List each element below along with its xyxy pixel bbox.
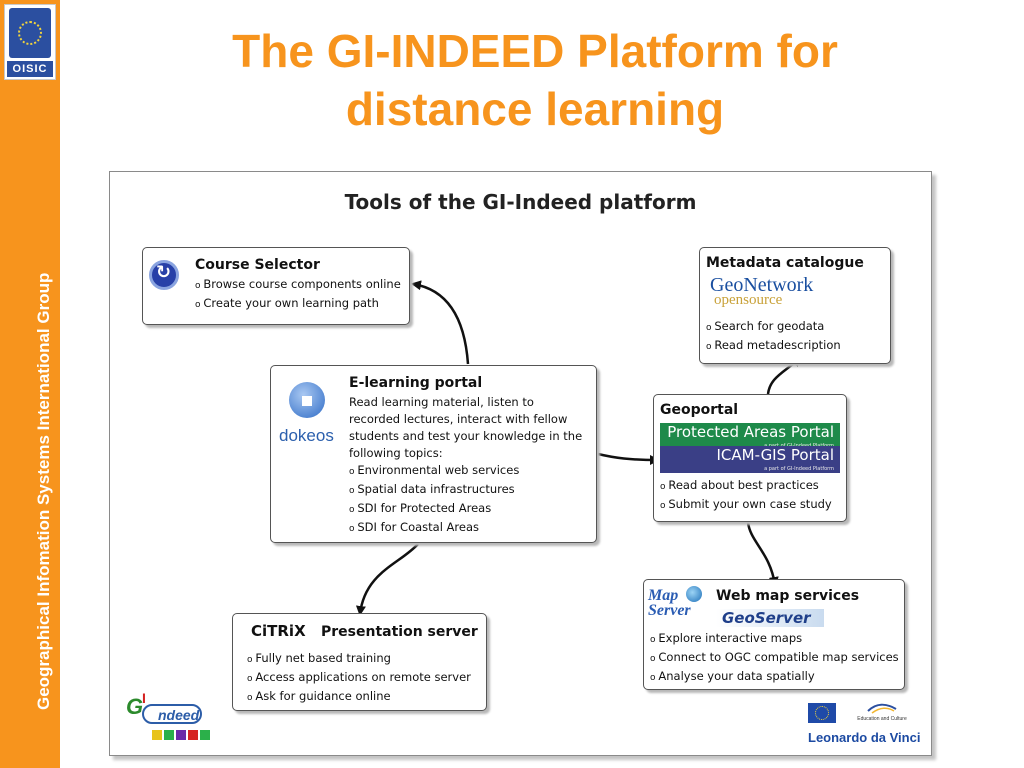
icam-gis-portal-banner: ICAM-GIS Portal a part of GI-Indeed Plat…	[660, 446, 840, 473]
web-map-title: Web map services	[716, 588, 860, 604]
presentation-server-box: CiTRiX Presentation server Fully net bas…	[232, 613, 487, 711]
dokeos-icon	[289, 382, 325, 418]
web-map-services-box: Map Server GeoServer Web map services Ex…	[643, 579, 905, 690]
mapserver-line-1: Map	[648, 587, 679, 604]
geonetwork-logo: GeoNetwork	[710, 274, 814, 296]
course-selector-title: Course Selector	[195, 257, 320, 273]
mapserver-logo: Map Server	[648, 587, 691, 619]
gi-logo-g: G	[126, 694, 144, 719]
course-selector-icon	[149, 260, 179, 290]
protected-areas-portal-banner: Protected Areas Portal a part of GI-Inde…	[660, 423, 840, 450]
list-item: Fully net based training	[247, 650, 471, 669]
list-item: Connect to OGC compatible map services	[650, 649, 898, 668]
gi-indeed-logo: ndeed G I	[118, 690, 213, 745]
education-culture-icon	[867, 703, 897, 714]
sidebar: OISIC Geographical Infomation Systems In…	[0, 0, 60, 768]
presentation-title: Presentation server	[321, 624, 478, 640]
title-line-1: The GI-INDEED Platform for	[232, 25, 838, 77]
diagram-title: Tools of the GI-Indeed platform	[344, 190, 697, 214]
list-item: Analyse your data spatially	[650, 668, 899, 687]
logo-text: OISIC	[7, 61, 53, 77]
color-square	[164, 730, 174, 740]
connector-arrows	[355, 280, 802, 616]
arrow-to-geoportal	[597, 452, 660, 465]
sidebar-vertical-text: Geographical Infomation Systems Internat…	[34, 272, 53, 710]
geoserver-logo: GeoServer	[716, 609, 824, 627]
opensource-logo: opensource	[714, 292, 783, 308]
list-item: Read about best practices	[660, 477, 832, 496]
gi-indeed-logo-text: ndeed	[142, 704, 202, 724]
list-item: Spatial data infrastructures	[349, 481, 582, 500]
description-line: following topics:	[349, 446, 443, 460]
organization-logo: OISIC	[4, 4, 56, 80]
description-line: students and test your knowledge in the	[349, 429, 583, 443]
eu-flag-icon	[808, 703, 836, 723]
list-item: Environmental web services	[349, 462, 582, 481]
geoportal-title: Geoportal	[660, 402, 739, 418]
color-square	[152, 730, 162, 740]
arrow-to-course-selector	[411, 280, 470, 365]
slide-title: The GI-INDEED Platform for distance lear…	[110, 22, 960, 138]
list-item: SDI for Coastal Areas	[349, 519, 582, 538]
color-square	[176, 730, 186, 740]
gi-logo-i: I	[142, 690, 146, 706]
list-item: SDI for Protected Areas	[349, 500, 582, 519]
list-item: Search for geodata	[706, 318, 841, 337]
color-square	[200, 730, 210, 740]
list-item: Browse course components online	[195, 276, 400, 295]
list-item: Explore interactive maps	[650, 630, 899, 649]
leonardo-da-vinci-text: Leonardo da Vinci	[808, 730, 921, 745]
list-item: Read metadescription	[706, 337, 840, 356]
arrow-to-presentation	[355, 543, 419, 616]
list-item: Create your own learning path	[195, 295, 401, 314]
metadata-title: Metadata catalogue	[706, 255, 864, 271]
citrix-logo: CiTRiX	[251, 622, 306, 640]
description-line: recorded lectures, interact with fellow	[349, 412, 568, 426]
diagram-panel: Tools of the GI-Indeed platform Course S…	[109, 171, 932, 756]
geoportal-box: Geoportal Protected Areas Portal a part …	[653, 394, 847, 522]
mapserver-line-2: Server	[648, 602, 691, 619]
elearning-title: E-learning portal	[349, 375, 483, 391]
title-line-2: distance learning	[345, 83, 725, 135]
star-emblem-icon	[9, 8, 51, 58]
banner-label: ICAM-GIS Portal	[716, 446, 835, 464]
banner-label: Protected Areas Portal	[667, 423, 834, 441]
education-culture-text: Education and Culture	[857, 716, 907, 722]
list-item: Submit your own case study	[660, 496, 831, 515]
globe-icon	[686, 586, 702, 602]
elearning-portal-box: dokeos E-learning portal Read learning m…	[270, 365, 597, 543]
color-square	[188, 730, 198, 740]
list-item: Access applications on remote server	[247, 669, 471, 688]
arrow-to-web-map	[746, 521, 779, 587]
dokeos-logo-text: dokeos	[279, 426, 334, 445]
list-item: Ask for guidance online	[247, 688, 471, 707]
description-line: Read learning material, listen to	[349, 395, 534, 409]
course-selector-box: Course Selector Browse course components…	[142, 247, 410, 325]
metadata-catalogue-box: Metadata catalogue GeoNetwork opensource…	[699, 247, 891, 364]
banner-sublabel: a part of GI-Indeed Platform	[764, 466, 834, 472]
